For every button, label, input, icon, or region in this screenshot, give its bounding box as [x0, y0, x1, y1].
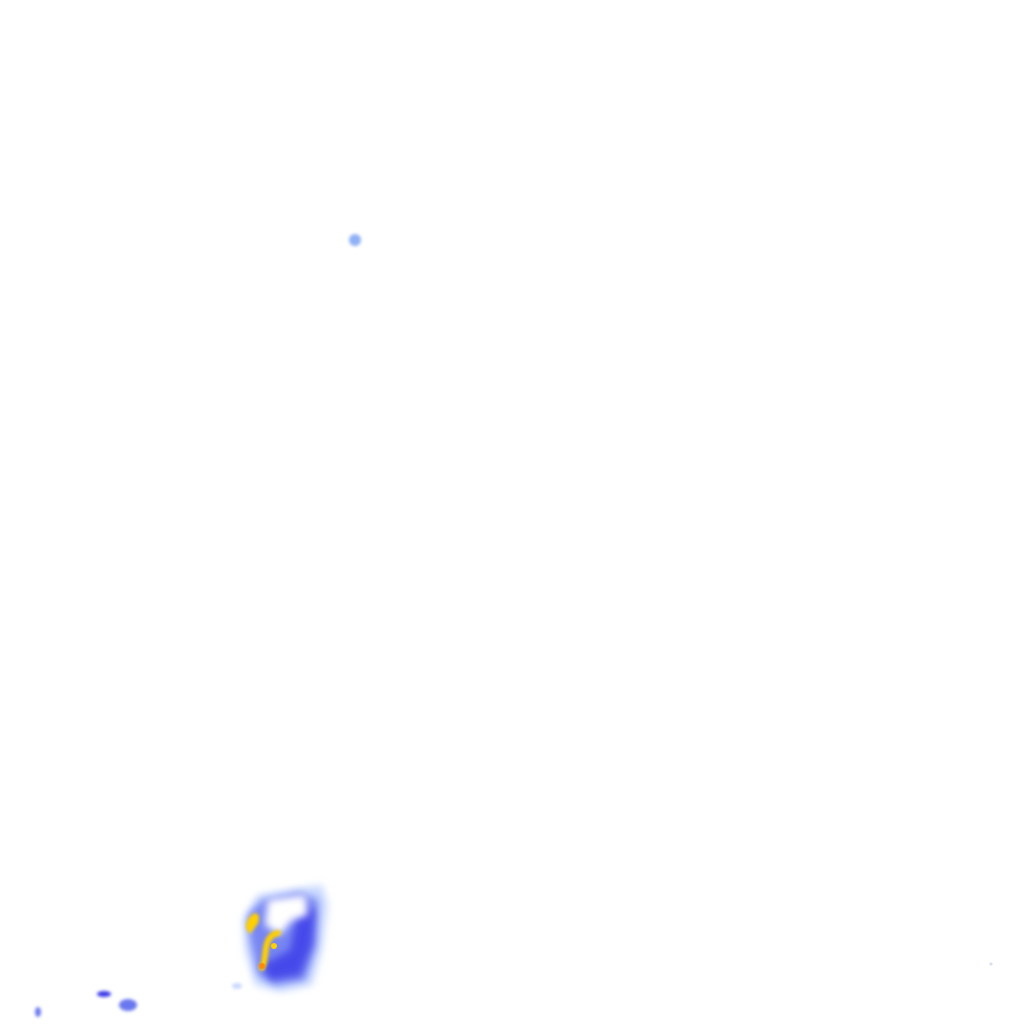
small-cell-sw-2 [119, 999, 137, 1011]
speck-east [989, 962, 993, 966]
intense-band-1 [245, 913, 259, 934]
light-patch [232, 983, 242, 989]
intense-core [259, 963, 265, 969]
storm-cell-gap [265, 895, 308, 935]
storm-cell-heavy [262, 905, 315, 980]
intense-spot [271, 943, 277, 949]
small-cell-sw-1 [97, 991, 111, 997]
small-cell-north [349, 234, 361, 246]
small-cell-sw-3 [35, 1007, 41, 1017]
intense-band-2 [259, 930, 281, 971]
